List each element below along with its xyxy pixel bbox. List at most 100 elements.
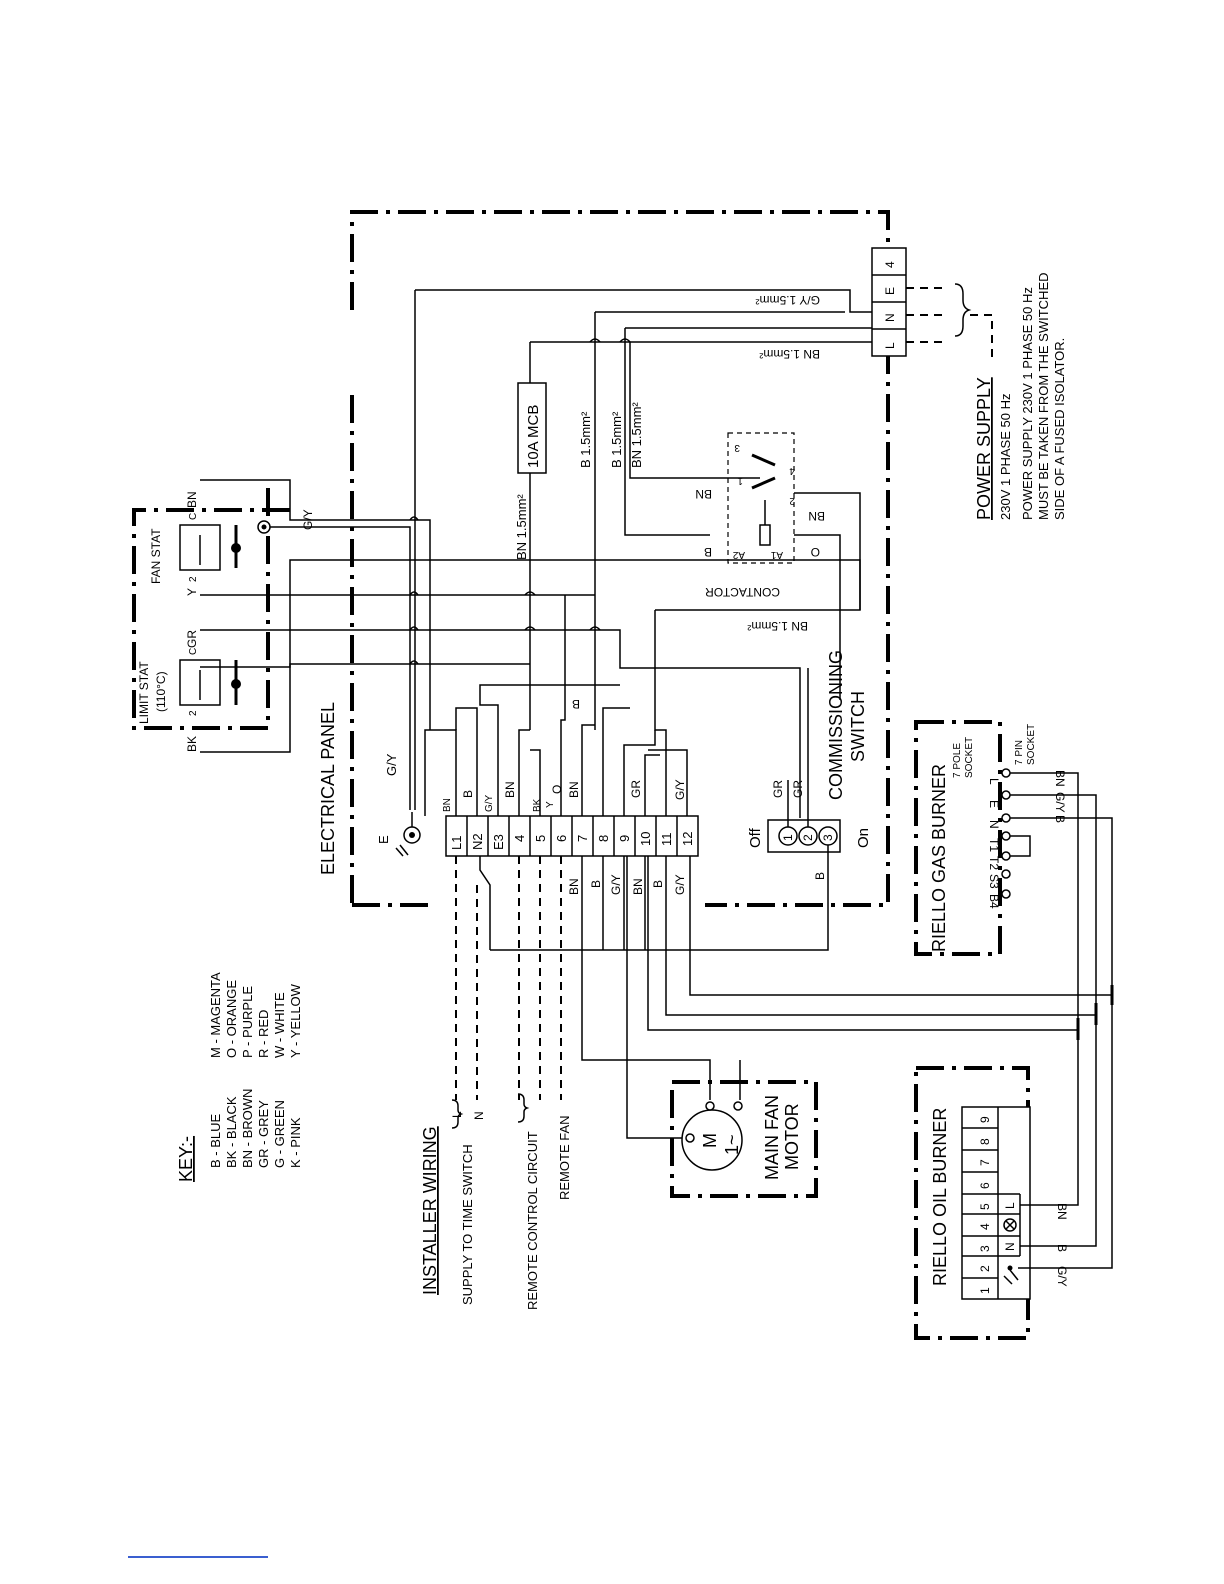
key-col1-k: K - PINK bbox=[288, 1117, 303, 1168]
key-col1-bn: BN - BROWN bbox=[240, 1089, 255, 1168]
terminal-8: 8 bbox=[596, 835, 611, 842]
terminal-7: 7 bbox=[575, 835, 590, 842]
key-col2-m: M - MAGENTA bbox=[208, 972, 223, 1058]
wire-crossing-marks bbox=[409, 338, 631, 665]
gas-pin-e: E bbox=[987, 800, 1001, 808]
gas-7pin-2: SOCKET bbox=[1026, 724, 1037, 765]
installer-letter-n: N bbox=[472, 1111, 486, 1120]
contactor-wire-o: O bbox=[811, 545, 820, 559]
key-col2-y: Y - YELLOW bbox=[288, 983, 303, 1058]
b-loop-label: B bbox=[572, 697, 580, 711]
gas-pin-t1: T1 bbox=[987, 838, 1001, 852]
contactor-pin-2: 2 bbox=[789, 495, 795, 506]
fan-stat-title: FAN STAT bbox=[149, 528, 163, 584]
mcb: 10A MCB bbox=[517, 342, 547, 730]
oil-num-6: 6 bbox=[978, 1182, 992, 1189]
switch-wire-b: B bbox=[813, 872, 827, 880]
top-wire-e3: G/Y bbox=[484, 794, 495, 812]
bottom-wire-8: B bbox=[589, 880, 603, 888]
riello-gas-burner: RIELLO GAS BURNER 7 POLE SOCKET 7 PIN SO… bbox=[914, 720, 1113, 1018]
thermostat-housing bbox=[132, 480, 290, 730]
motor-label-1: MAIN FAN bbox=[762, 1095, 782, 1180]
contactor-wire-b: B bbox=[704, 545, 712, 559]
power-supply-terminals: L N E 4 bbox=[871, 247, 993, 360]
installer-wiring-title: INSTALLER WIRING bbox=[420, 1126, 440, 1295]
oil-num-2: 2 bbox=[978, 1265, 992, 1272]
thermostat-wires bbox=[200, 289, 905, 818]
limit-stat-pin-c: C bbox=[188, 648, 199, 655]
panel-earth-letter: E bbox=[376, 835, 391, 844]
cable-bn-top-label: BN 1.5mm² bbox=[759, 347, 820, 361]
key-col2-w: W - WHITE bbox=[272, 992, 287, 1058]
terminal-e3: E3 bbox=[491, 834, 506, 850]
oil-earth-icon bbox=[1003, 1265, 1019, 1285]
oil-letter-l: L bbox=[1003, 1202, 1017, 1209]
power-note-line-3: SIDE OF A FUSED ISOLATOR. bbox=[1052, 338, 1067, 520]
limit-stat-pin-2: 2 bbox=[188, 710, 199, 716]
oil-num-4: 4 bbox=[978, 1223, 992, 1230]
cable-bn-2-label: BN 1.5mm² bbox=[629, 402, 644, 468]
gas-pin-l: L bbox=[987, 778, 1001, 785]
gas-7pole-2: SOCKET bbox=[964, 737, 975, 778]
oil-wire-gy: G/Y bbox=[1055, 1266, 1069, 1287]
gas-pin-b4: B4 bbox=[987, 894, 1001, 909]
terminal-6: 6 bbox=[554, 835, 569, 842]
oil-num-8: 8 bbox=[978, 1138, 992, 1145]
main-fan-motor: M 1~ MAIN FAN MOTOR bbox=[670, 1080, 818, 1198]
terminal-strip: L1 N2 E3 4 5 6 7 8 9 10 11 12 bbox=[445, 815, 699, 857]
key-col1-b: B - BLUE bbox=[208, 1113, 223, 1168]
motor-phase-symbol: 1~ bbox=[722, 1134, 742, 1155]
switch-contact-3: 3 bbox=[821, 834, 835, 841]
oil-num-1: 1 bbox=[978, 1287, 992, 1294]
bottom-wire-12: G/Y bbox=[673, 874, 687, 895]
power-supply-title: POWER SUPPLY bbox=[974, 377, 994, 520]
key-col2-o: O - ORANGE bbox=[224, 980, 239, 1058]
terminal-4: 4 bbox=[512, 835, 527, 842]
oil-num-9: 9 bbox=[978, 1116, 992, 1123]
terminal-n2: N2 bbox=[470, 833, 485, 850]
terminal-top-wire-labels: BN B G/Y BN BK Y O BN GR G/Y L bbox=[442, 779, 687, 812]
contactor-pin-a1: A1 bbox=[770, 549, 783, 560]
commissioning-title-1: COMMISSIONING bbox=[826, 650, 846, 800]
oil-letter-n: N bbox=[1003, 1242, 1017, 1251]
oil-wire-bn: BN bbox=[1055, 1203, 1069, 1220]
bottom-wire-10: BN bbox=[631, 878, 645, 895]
power-terminal-e: E bbox=[883, 287, 897, 295]
power-terminal-n: N bbox=[883, 313, 897, 322]
commissioning-title-2: SWITCH bbox=[848, 691, 868, 762]
riello-oil-burner: RIELLO OIL BURNER 1 2 3 4 5 6 7 8 9 N L bbox=[914, 1005, 1113, 1340]
power-terminal-l: L bbox=[883, 342, 897, 349]
top-wire-4: BN bbox=[503, 781, 517, 798]
switch-wire-gr-2: GR bbox=[791, 780, 805, 798]
fan-stat: FAN STAT C 2 BN Y G/Y bbox=[149, 491, 315, 596]
earth-terminal-icon bbox=[395, 812, 421, 857]
contactor-pin-3: 3 bbox=[734, 442, 740, 453]
limit-stat-title: LIMIT STAT bbox=[137, 661, 151, 724]
power-supply-notes: POWER SUPPLY 230V 1 PHASE 50 Hz POWER SU… bbox=[974, 272, 1067, 520]
contactor-pin-1: 1 bbox=[737, 475, 743, 486]
terminal-bottom-wire-labels: BN B G/Y BN B G/Y B bbox=[567, 697, 687, 895]
terminal-12: 12 bbox=[680, 832, 695, 846]
top-wire-6: Y bbox=[545, 801, 556, 808]
top-wire-5: BK bbox=[532, 798, 543, 812]
fan-stat-pin-2: 2 bbox=[188, 576, 199, 582]
oil-num-3: 3 bbox=[978, 1245, 992, 1252]
power-supply-subtitle: 230V 1 PHASE 50 Hz bbox=[998, 394, 1013, 520]
contactor-wire-bn-1: BN bbox=[695, 487, 712, 501]
top-wire-9: GR bbox=[629, 780, 643, 798]
cable-gy-label: G/Y 1.5mm² bbox=[756, 293, 820, 307]
key-title: KEY:- bbox=[176, 1136, 196, 1182]
gas-burner-title: RIELLO GAS BURNER bbox=[929, 764, 949, 952]
gas-pin-t2: T2 bbox=[987, 856, 1001, 870]
contactor: CONTACTOR A2 A1 1 2 3 4 B O BN BN bbox=[695, 432, 861, 700]
switch-off-label: Off bbox=[747, 827, 764, 848]
switch-contact-2: 2 bbox=[801, 834, 815, 841]
key-col2-p: P - PURPLE bbox=[240, 986, 255, 1058]
installer-supply-time-switch: SUPPLY TO TIME SWITCH bbox=[460, 1144, 475, 1305]
contactor-title: CONTACTOR bbox=[705, 585, 780, 599]
gas-wire-bn: BN bbox=[1053, 770, 1067, 787]
gas-7pole-1: 7 POLE bbox=[952, 743, 963, 778]
panel-title: ELECTRICAL PANEL bbox=[318, 702, 338, 875]
cable-b-label: B 1.5mm² bbox=[578, 411, 593, 468]
gas-7pin-1: 7 PIN bbox=[1014, 740, 1025, 765]
